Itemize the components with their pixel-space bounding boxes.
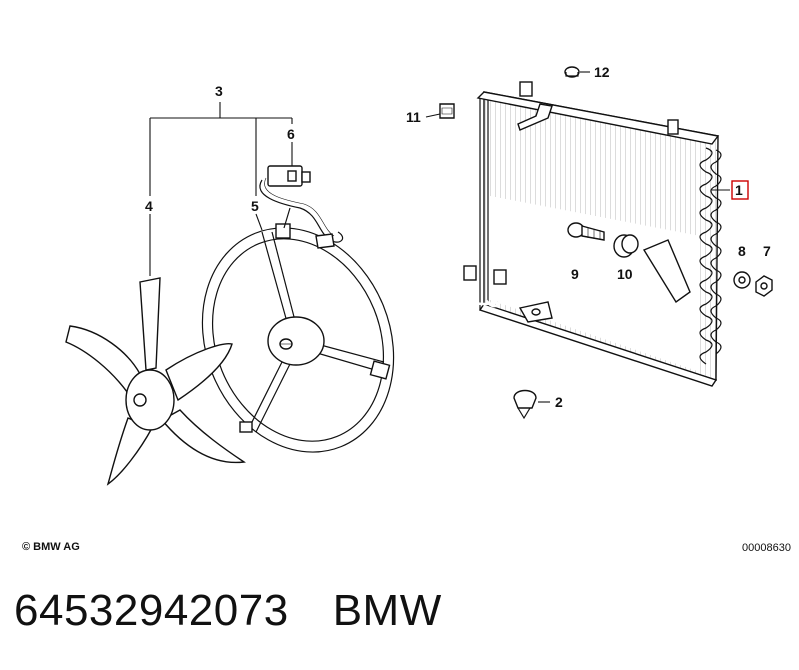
clip-part-11 <box>439 103 455 119</box>
fan-blade-wheel <box>65 277 246 486</box>
callout-8: 8 <box>738 243 746 259</box>
drawing-code: 00008630 <box>742 542 791 554</box>
callout-6: 6 <box>287 126 295 142</box>
wiring-harness-connector <box>259 165 344 249</box>
screw-part-12 <box>564 66 580 78</box>
fan-shroud <box>201 223 395 453</box>
fan-assembly <box>65 102 395 486</box>
callout-2: 2 <box>555 394 563 410</box>
callout-12: 12 <box>594 64 610 80</box>
nut-part-7 <box>755 275 773 297</box>
washer-part-8 <box>733 271 751 289</box>
rubber-bushing-part-10 <box>613 234 639 258</box>
condenser-tube-bends <box>699 147 722 365</box>
copyright-label: © BMW AG <box>22 541 80 553</box>
callout-7: 7 <box>763 243 771 259</box>
callout-3: 3 <box>215 83 223 99</box>
callout-9: 9 <box>571 266 579 282</box>
callout-1: 1 <box>735 182 743 198</box>
footer-caption: 64532942073 BMW <box>14 586 442 636</box>
callout-4: 4 <box>145 198 153 214</box>
callout-5: 5 <box>251 198 259 214</box>
brand-name: BMW <box>332 586 442 635</box>
rubber-mount-part-2 <box>513 389 537 420</box>
bolt-part-9 <box>567 222 605 241</box>
part-number: 64532942073 <box>14 586 289 635</box>
callout-10: 10 <box>617 266 633 282</box>
highlight-box-part-1 <box>731 180 749 200</box>
callout-11: 11 <box>406 109 421 125</box>
condenser-pipe-fittings <box>463 265 507 308</box>
